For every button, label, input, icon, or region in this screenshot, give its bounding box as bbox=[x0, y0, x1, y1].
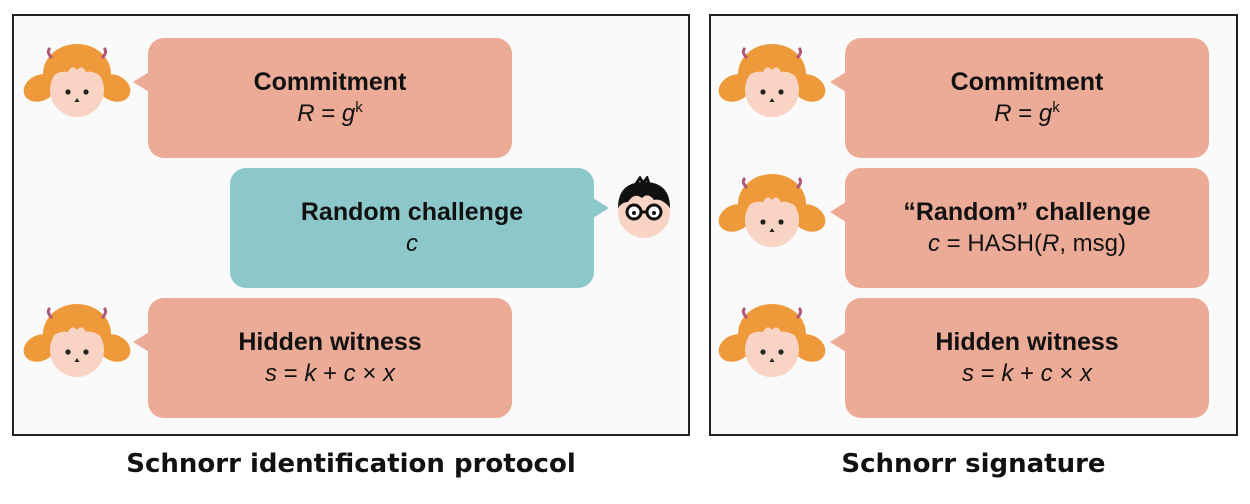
challenge-bubble: Random challenge c bbox=[230, 168, 609, 288]
hash-challenge-bubble: “Random” challenge c = HASH(R, msg) bbox=[830, 168, 1209, 288]
hash-challenge-formula: c = HASH(R, msg) bbox=[927, 230, 1127, 257]
commitment-title: Commitment bbox=[950, 68, 1104, 96]
witness-formula: s = k + c × x bbox=[961, 360, 1093, 387]
prover-avatar-icon bbox=[22, 296, 132, 386]
hash-challenge-title: “Random” challenge bbox=[903, 198, 1151, 226]
witness-formula: s = k + c × x bbox=[264, 360, 396, 387]
verifier-avatar-icon bbox=[612, 176, 676, 240]
signer-avatar-icon bbox=[717, 36, 827, 126]
commitment-title: Commitment bbox=[253, 68, 407, 96]
identification-protocol-caption: Schnorr identification protocol bbox=[126, 449, 576, 479]
signer-avatar-icon bbox=[717, 296, 827, 386]
witness-title: Hidden witness bbox=[935, 328, 1119, 356]
prover-avatar-icon bbox=[22, 36, 132, 126]
witness-title: Hidden witness bbox=[238, 328, 422, 356]
signature-panel: Commitment R = gk “Random” challenge c =… bbox=[709, 14, 1238, 436]
witness-bubble: Hidden witness s = k + c × x bbox=[133, 298, 512, 418]
identification-protocol-panel: Commitment R = gk Random challenge c Hid… bbox=[12, 14, 690, 436]
commitment-bubble: Commitment R = gk bbox=[830, 38, 1209, 158]
challenge-formula: c bbox=[406, 230, 418, 257]
witness-bubble: Hidden witness s = k + c × x bbox=[830, 298, 1209, 418]
signature-caption: Schnorr signature bbox=[841, 449, 1106, 479]
signer-avatar-icon bbox=[717, 166, 827, 256]
commitment-formula: R = gk bbox=[994, 99, 1060, 127]
commitment-bubble: Commitment R = gk bbox=[133, 38, 512, 158]
challenge-title: Random challenge bbox=[300, 198, 524, 226]
commitment-formula: R = gk bbox=[297, 99, 363, 127]
